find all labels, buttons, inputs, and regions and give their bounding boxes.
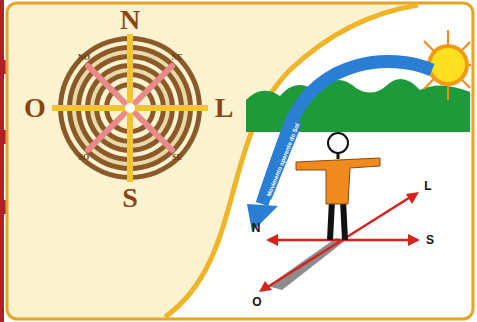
person	[296, 133, 380, 240]
s-curve	[165, 5, 418, 317]
direction-west: O	[252, 296, 261, 308]
compass-rose	[52, 34, 208, 182]
right-panel	[165, 5, 471, 317]
sun-path-arrow	[262, 62, 432, 204]
direction-north: N	[252, 222, 261, 234]
side-bar	[0, 0, 4, 322]
hills	[246, 79, 470, 132]
compass-northeast: NE	[171, 54, 182, 62]
direction-south: S	[426, 234, 434, 246]
frame	[7, 3, 473, 319]
compass-southwest: SO	[79, 154, 90, 162]
compass-east: L	[215, 94, 234, 122]
direction-arrows	[259, 192, 420, 292]
direction-east: L	[424, 180, 431, 192]
compass-west: O	[24, 94, 46, 122]
arrow-head	[247, 204, 278, 232]
compass-southeast: SE	[172, 154, 182, 162]
compass-south: S	[122, 184, 138, 212]
compass-north: N	[120, 6, 140, 34]
compass-northwest: NO	[78, 54, 90, 62]
